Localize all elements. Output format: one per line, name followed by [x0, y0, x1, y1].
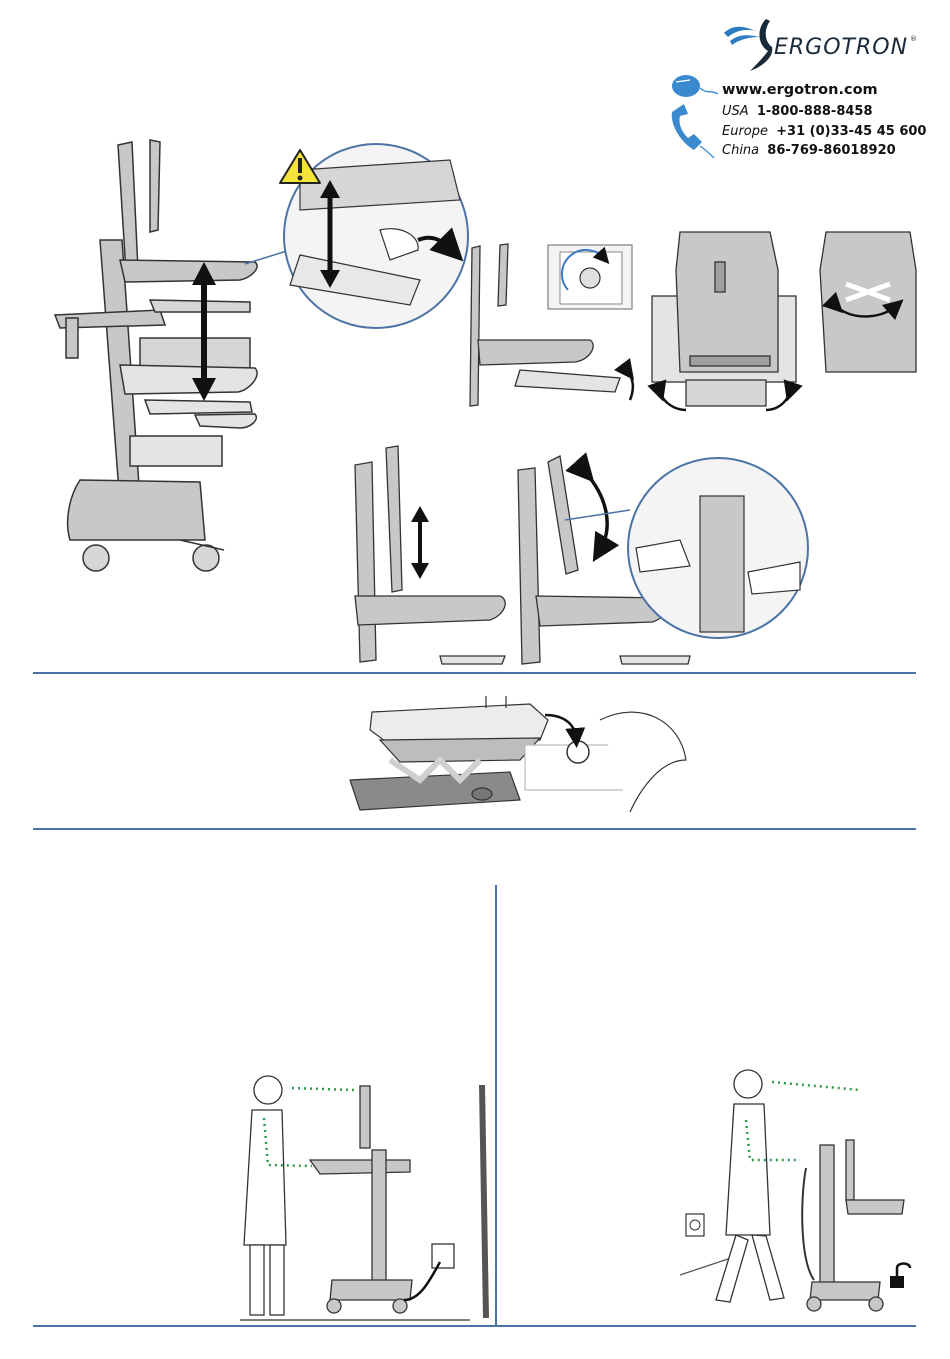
section-divider	[33, 672, 916, 674]
column-divider	[495, 885, 497, 1325]
keyboard-tray-rotation-illustration	[820, 232, 916, 372]
cart-overview-illustration	[55, 140, 257, 571]
outlet-icon	[686, 1214, 704, 1236]
keyboard-tray-swivel-illustration	[652, 232, 796, 410]
knob-rotation-detail	[548, 245, 632, 309]
height-adjust-arrow	[192, 262, 216, 401]
section-divider	[33, 828, 916, 830]
lock-icon	[890, 1264, 910, 1289]
section-divider	[33, 1325, 916, 1327]
warning-icon	[280, 150, 320, 183]
keyboard-light-illustration	[350, 696, 686, 812]
monitor-height-illustration	[355, 446, 505, 664]
walking-posture-illustration	[680, 1070, 904, 1311]
monitor-height-arrow	[411, 506, 429, 579]
standing-posture-illustration	[240, 1076, 486, 1320]
callout-line	[245, 250, 290, 264]
